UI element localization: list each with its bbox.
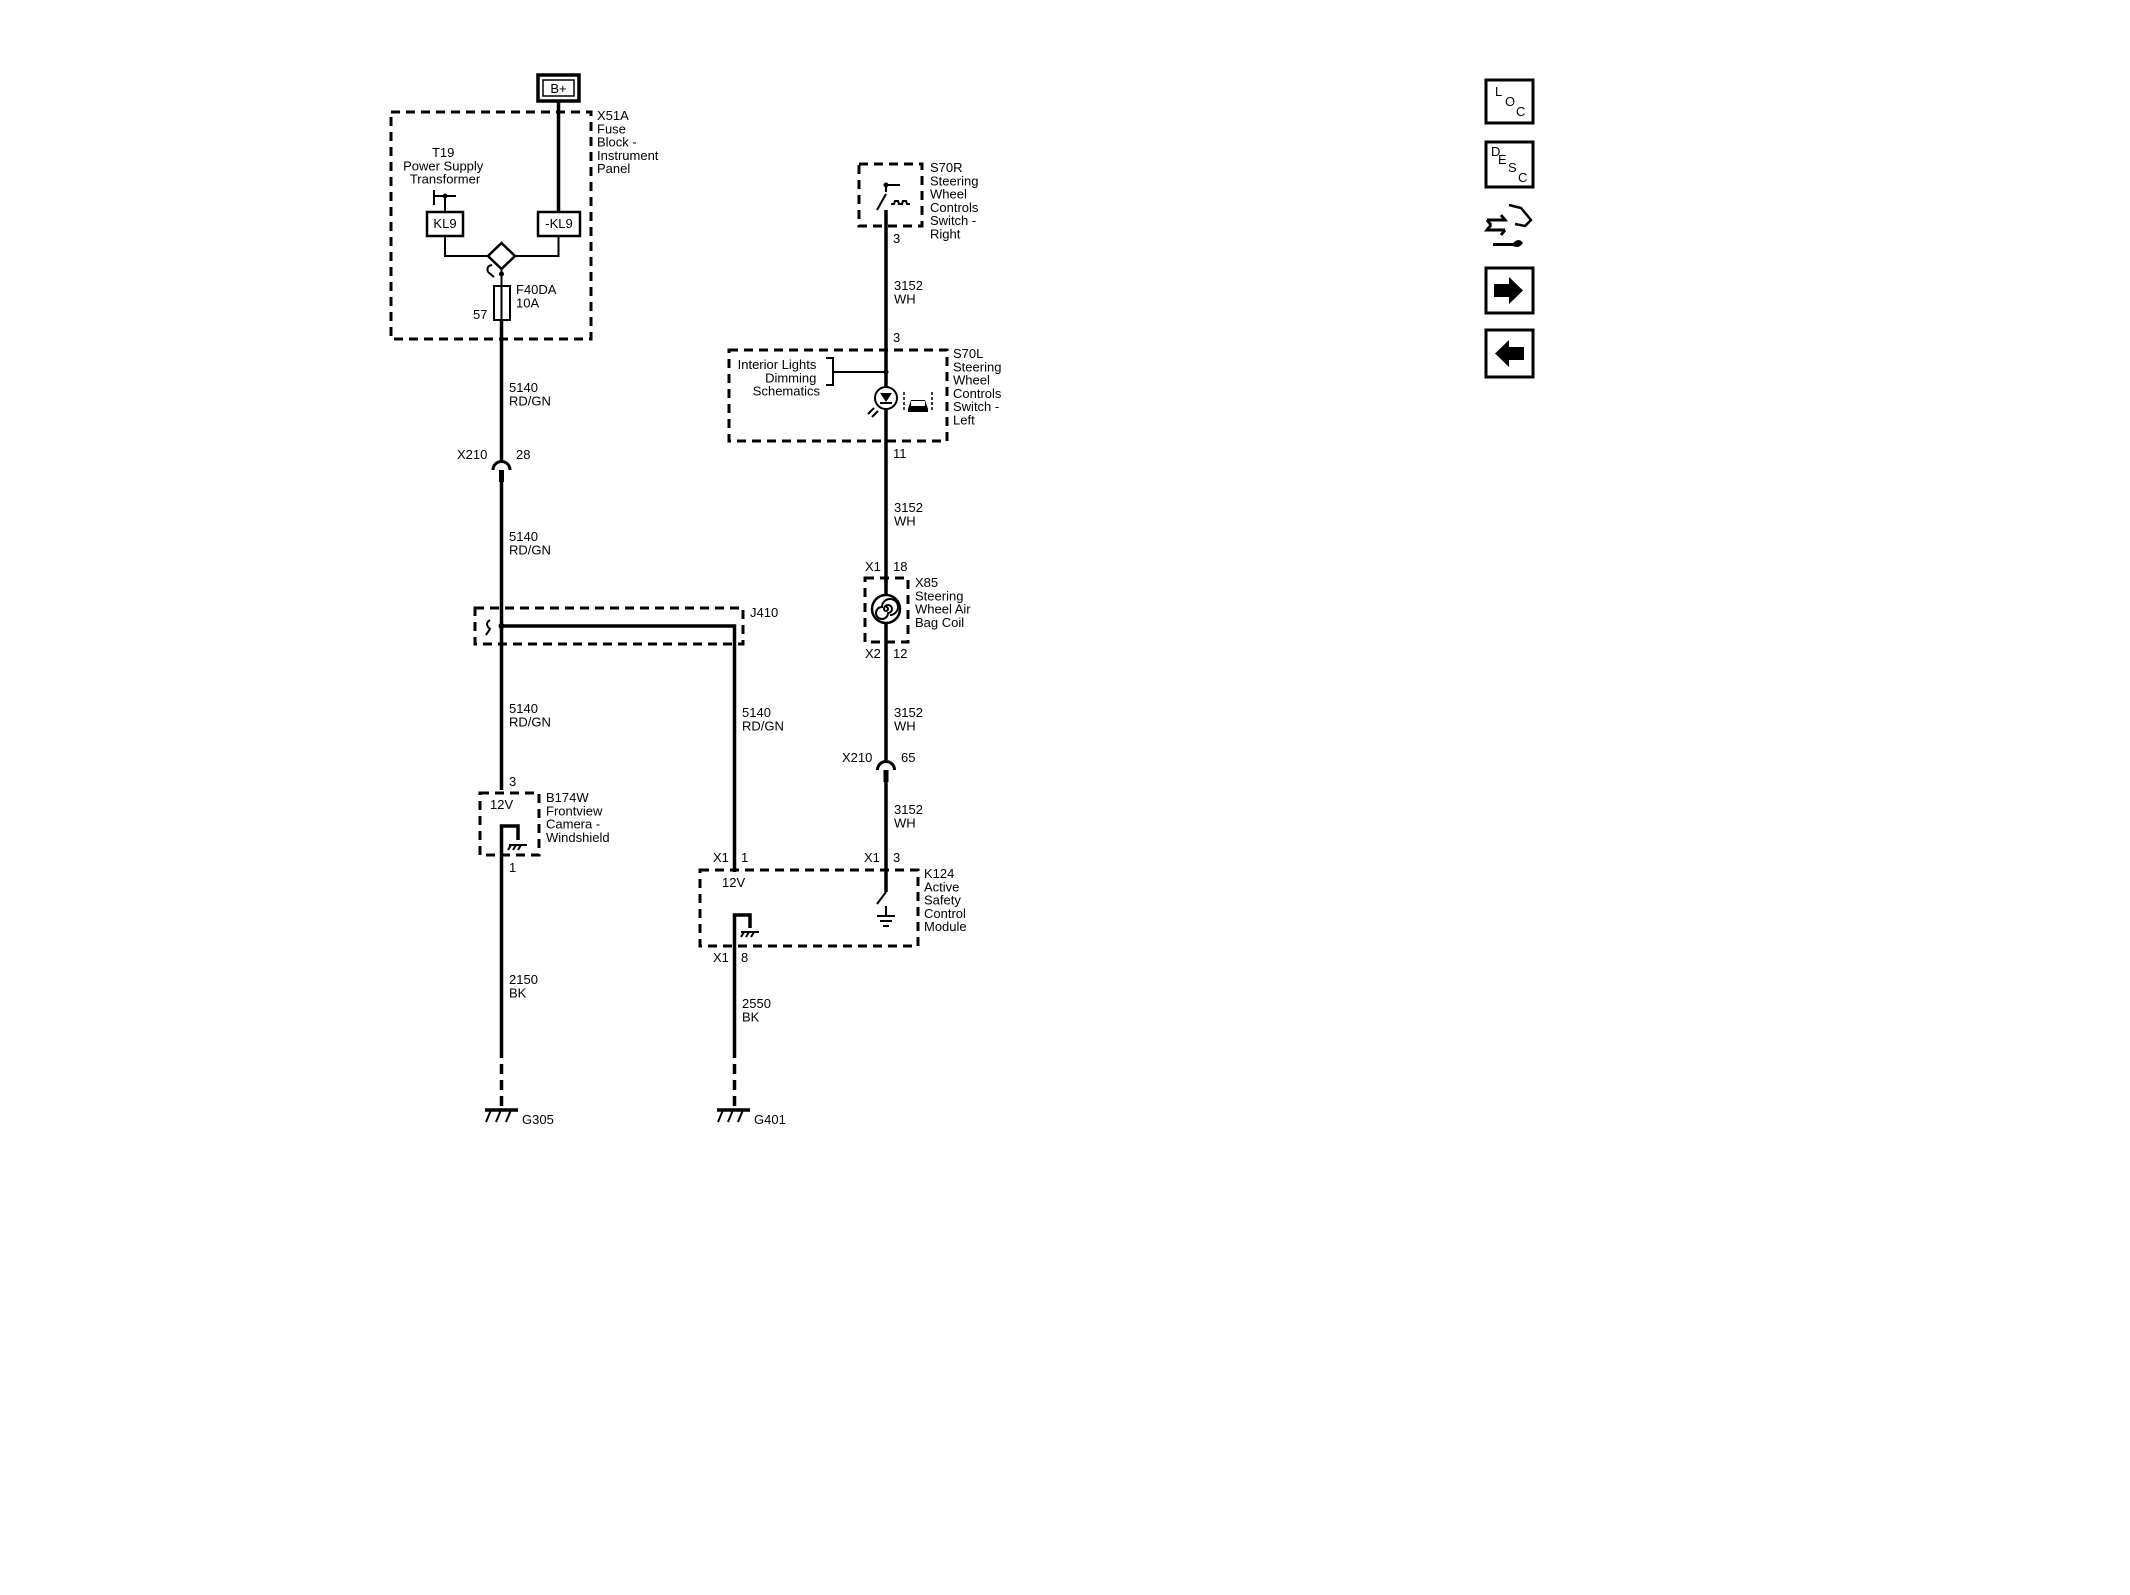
transformer-icon — [433, 190, 456, 212]
wire-5140-label-1: 5140 RD/GN — [509, 380, 551, 408]
x210-left-label: X210 — [457, 447, 487, 462]
svg-text:L: L — [1495, 84, 1502, 99]
wire-3152-label-4: 3152 WH — [894, 802, 927, 830]
module-voltage: 12V — [722, 875, 745, 890]
interior-lights-reference[interactable]: Interior Lights Dimming Schematics — [738, 357, 821, 399]
airbag-label: X85 Steering Wheel Air Bag Coil — [915, 575, 974, 630]
camera-label: B174W Frontview Camera - Windshield — [546, 790, 610, 845]
module-label: K124 Active Safety Control Module — [924, 866, 970, 934]
fuse-block-label: X51A Fuse Block - Instrument Panel — [597, 108, 662, 176]
fuse-label: F40DA 10A — [516, 282, 559, 310]
lane-assist-car-icon — [903, 392, 933, 412]
switch-left-label: S70L Steering Wheel Controls Switch - Le… — [953, 346, 1005, 428]
x210-left-connector-icon — [491, 460, 512, 471]
module-chassis-ground-icon — [732, 913, 759, 954]
ground-g401-label: G401 — [754, 1112, 786, 1127]
transformer-label: T19 Power Supply Transformer — [403, 145, 487, 187]
wire-3152-label-1: 3152 WH — [894, 278, 927, 306]
svg-text:S: S — [1508, 160, 1517, 175]
wire-2550-label: 2550 BK — [742, 996, 775, 1024]
wire-3152-label-2: 3152 WH — [894, 500, 927, 528]
svg-text:D: D — [1491, 144, 1500, 159]
camera-voltage: 12V — [490, 797, 513, 812]
ground-g305-icon — [485, 1108, 518, 1123]
airbag-x2: X2 — [865, 646, 881, 661]
switch-right-label: S70R Steering Wheel Controls Switch - Ri… — [930, 160, 982, 242]
fuse-block-box — [389, 110, 593, 341]
module-pin-switch: 3 — [893, 850, 900, 865]
module-pin-power: 1 — [741, 850, 748, 865]
switch-left-box — [727, 348, 949, 443]
svg-text:C: C — [1518, 170, 1527, 185]
led-indicator-icon — [867, 386, 898, 418]
camera-chassis-ground-icon — [499, 824, 527, 862]
switch-right-pin: 3 — [893, 231, 900, 246]
svg-text:KL9: KL9 — [433, 216, 456, 231]
airbag-x1: X1 — [865, 559, 881, 574]
splice-connector-icon — [485, 619, 492, 636]
module-x1-power: X1 — [713, 850, 729, 865]
location-button[interactable]: L O C — [1484, 78, 1535, 125]
neg-kl9-terminal: -KL9 — [536, 210, 582, 238]
kl9-terminal: KL9 — [425, 210, 465, 238]
battery-label: B+ — [550, 81, 566, 96]
splice-label: J410 — [750, 605, 778, 620]
switch-left-pin-bottom: 11 — [893, 446, 907, 461]
module-x1-switch: X1 — [864, 850, 880, 865]
x210-right-pin: 65 — [901, 750, 915, 765]
camera-pin-top: 3 — [509, 774, 516, 789]
fuse-connector-icon — [486, 264, 495, 278]
svg-text:C: C — [1516, 104, 1525, 119]
airbag-pin-bottom: 12 — [893, 646, 907, 661]
splice-box — [473, 606, 745, 646]
logic-diamond-icon — [486, 241, 517, 271]
neg-kl9-wire — [515, 236, 560, 257]
switch-left-pin-top: 3 — [893, 330, 900, 345]
x210-left-pin: 28 — [516, 447, 530, 462]
wire-5140-label-3: 5140 RD/GN — [509, 701, 551, 729]
module-switch-ground-icon — [876, 872, 895, 927]
x210-right-label: X210 — [842, 750, 872, 765]
wire-2150-label: 2150 BK — [509, 972, 542, 1000]
arrow-left-icon — [1495, 340, 1524, 367]
splice-branch-wire — [501, 624, 737, 872]
next-arrow-button[interactable] — [1484, 266, 1535, 315]
module-x1-ground: X1 — [713, 950, 729, 965]
wire-3152-label-3: 3152 WH — [894, 705, 927, 733]
airbag-coil-icon — [870, 593, 902, 625]
module-pin-ground: 8 — [741, 950, 748, 965]
svg-text:O: O — [1505, 94, 1515, 109]
camera-pin-bottom: 1 — [509, 860, 516, 875]
airbag-pin-top: 18 — [893, 559, 907, 574]
wire-5140-label-2: 5140 RD/GN — [509, 529, 551, 557]
description-button[interactable]: D E S C — [1484, 140, 1535, 189]
switch-right-icon — [876, 182, 910, 211]
kl9-wire — [444, 236, 488, 257]
reference-bracket — [826, 357, 834, 386]
previous-arrow-button[interactable] — [1484, 328, 1535, 379]
module-box — [698, 868, 920, 948]
battery-power-symbol: B+ — [536, 73, 581, 103]
svg-text:-KL9: -KL9 — [545, 216, 572, 231]
ground-g401-icon — [717, 1108, 750, 1123]
ground-g305-label: G305 — [522, 1112, 554, 1127]
switch-right-box — [857, 162, 924, 228]
camera-box — [478, 791, 541, 857]
arrow-right-icon — [1494, 277, 1523, 304]
connector-repair-icon[interactable] — [1483, 203, 1533, 247]
wire-5140-label-4: 5140 RD/GN — [742, 705, 784, 733]
x210-right-connector-icon — [876, 760, 896, 771]
svg-text:E: E — [1498, 152, 1507, 167]
fuse-pin: 57 — [473, 307, 487, 322]
